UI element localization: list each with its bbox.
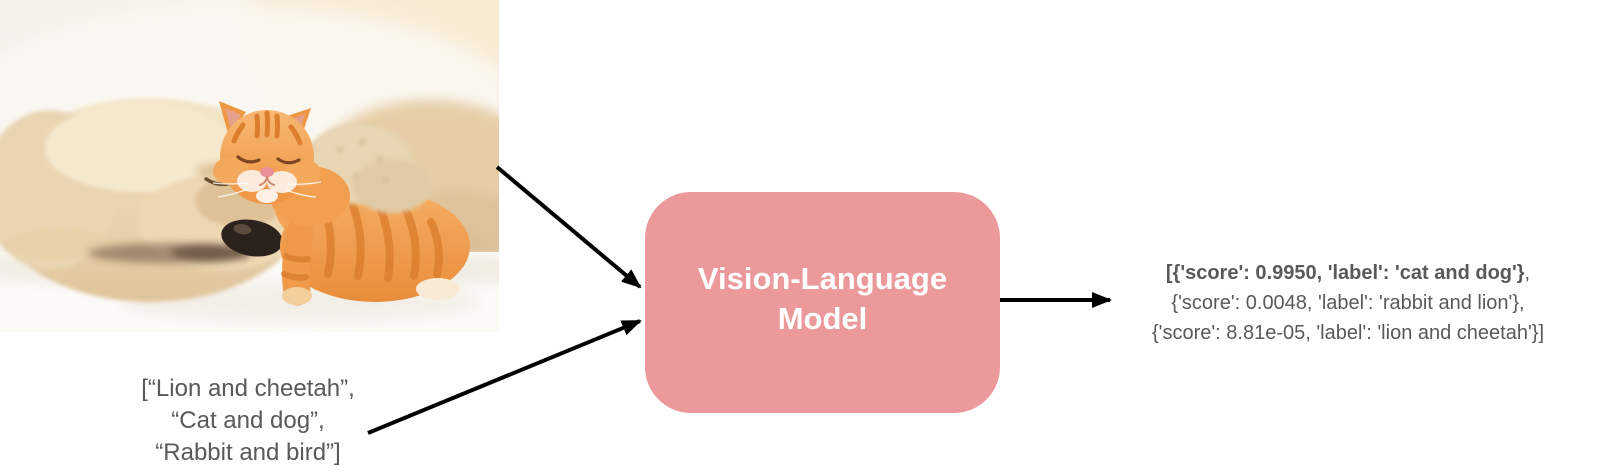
- kitten-hind-paw: [416, 278, 460, 300]
- kitten-head: [212, 101, 350, 226]
- model-box-label-line2: Model: [777, 300, 868, 336]
- labels-to-model-arrow: [367, 319, 642, 435]
- kitten-front-paw: [282, 287, 312, 305]
- kitten-body-stripes: [318, 194, 443, 282]
- candidate-labels-list: [“Lion and cheetah”, “Cat and dog”, “Rab…: [98, 373, 398, 469]
- model-box-label-line1: Vision-Language: [697, 260, 948, 296]
- kitten-nose: [260, 167, 274, 177]
- pet-photo: [0, 0, 499, 332]
- candidate-label-line: [“Lion and cheetah”,: [141, 375, 355, 402]
- output-line-1: [{'score': 0.9950, 'label': 'cat and dog…: [1165, 262, 1531, 284]
- candidate-label-line: “Cat and dog”,: [171, 407, 325, 434]
- vision-language-model-box: Vision-Language Model: [645, 192, 1000, 413]
- candidate-label-line: “Rabbit and bird”]: [155, 439, 341, 466]
- image-to-model-arrow: [495, 165, 642, 289]
- puppy-nose: [221, 219, 283, 257]
- kitten-illustration: [212, 101, 470, 306]
- kitten-closed-eyes: [236, 155, 301, 165]
- output-line-3: {'score': 8.81e-05, 'label': 'lion and c…: [1151, 322, 1545, 344]
- model-output-text: [{'score': 0.9950, 'label': 'cat and dog…: [1093, 258, 1600, 348]
- puppy-illustration: [0, 98, 310, 302]
- kitten-whiskers: [212, 181, 322, 198]
- output-top-result: [{'score': 0.9950, 'label': 'cat and dog…: [1165, 262, 1525, 284]
- output-line-2: {'score': 0.0048, 'label': 'rabbit and l…: [1171, 292, 1525, 314]
- kitten-forehead-stripes: [231, 110, 303, 146]
